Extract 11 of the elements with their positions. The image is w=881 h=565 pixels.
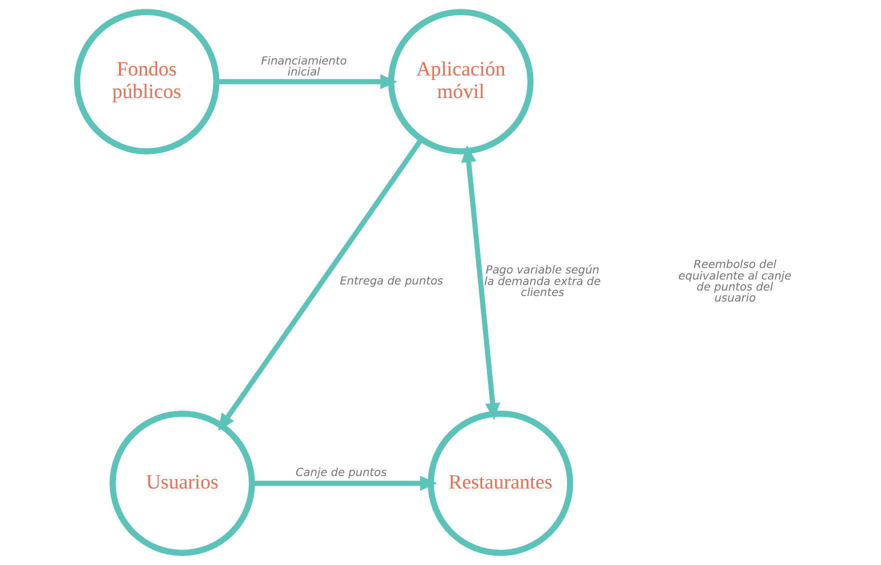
node-circle: Aplicación móvil [388, 9, 533, 154]
node-circle: Restaurantes [427, 410, 573, 556]
edge-label: Financiamiento inicial [260, 54, 346, 78]
arrow [460, 145, 500, 420]
edge-label: Pago variable según la demanda extra de clientes [484, 264, 600, 300]
edge-label: Entrega de puntos [339, 274, 443, 288]
edge-label: Canje de puntos [295, 466, 386, 479]
arrow [252, 476, 437, 491]
label: Reembolso del equivalente al canje de puntos del usuario [678, 258, 791, 305]
arrow [218, 138, 423, 431]
node-circle: Fondos públicos [74, 9, 219, 154]
